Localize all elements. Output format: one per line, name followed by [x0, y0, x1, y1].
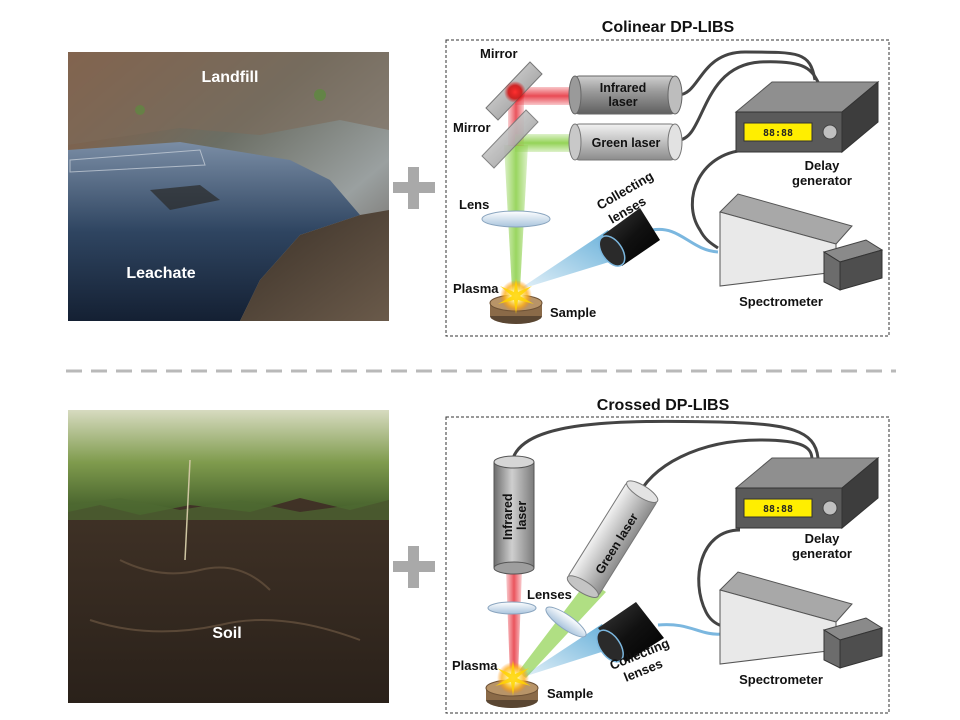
infrared-laser-label-1: Infrared: [501, 493, 515, 540]
plasma-label: Plasma: [452, 658, 498, 673]
green-laser-label: Green laser: [592, 136, 661, 150]
cable-ir-to-delay: [510, 419, 820, 463]
green-beam-horizontal: [515, 134, 577, 152]
red-beam-down: [506, 570, 522, 676]
landfill-label: Landfill: [202, 69, 259, 86]
cable-green-to-delay: [634, 438, 814, 501]
plasma-icon: [495, 660, 531, 696]
delay-generator-label-2: generator: [792, 546, 852, 561]
laser-icon: [568, 75, 683, 115]
spectrometer-icon: [719, 571, 884, 669]
delay-generator-icon: [734, 456, 880, 530]
plasma-label: Plasma: [453, 281, 499, 296]
lenses-label: Lenses: [527, 587, 572, 602]
green-beam-diagonal: [518, 580, 606, 678]
spectrometer-label: Spectrometer: [739, 672, 823, 687]
infrared-laser-label-2: laser: [608, 95, 637, 109]
mirror-label-2: Mirror: [453, 120, 491, 135]
infrared-laser-label-2: laser: [515, 501, 529, 530]
collecting-lens-icon: [596, 602, 664, 663]
plus-icon: [393, 546, 435, 588]
crossed-title: Crossed DP-LIBS: [597, 397, 730, 414]
lens-label: Lens: [459, 197, 489, 212]
colinear-frame: [445, 39, 890, 337]
fiber-collector-to-spectrometer: [651, 227, 719, 254]
lens-icon: [545, 606, 587, 638]
crossed-frame: [445, 416, 890, 714]
plasma-icon: [498, 278, 534, 314]
blue-collection-cone: [518, 230, 622, 290]
delay-generator-label-2: generator: [792, 173, 852, 188]
collecting-lens-icon: [598, 208, 660, 267]
cable-delay-to-spectrometer: [690, 148, 751, 250]
delay-generator-label-1: Delay: [805, 531, 840, 546]
soil-photo: Soil: [68, 410, 389, 703]
lens-icon: [487, 601, 537, 615]
laser-icon: [566, 480, 659, 598]
delay-generator-icon: [734, 80, 880, 154]
laser-icon: [568, 123, 683, 161]
lens-icon: [481, 210, 551, 228]
delay-display: 88:88: [763, 504, 793, 515]
fiber-collector-to-spectrometer: [657, 623, 723, 636]
laser-icon: [493, 455, 535, 575]
cable-green-to-delay: [677, 60, 822, 142]
landfill-photo: Landfill Leachate: [68, 52, 389, 321]
infrared-laser-label-1: Infrared: [600, 81, 647, 95]
spectrometer-label: Spectrometer: [739, 294, 823, 309]
sample-label: Sample: [550, 305, 596, 320]
delay-generator-label-1: Delay: [805, 158, 840, 173]
spectrometer-icon: [719, 193, 884, 291]
sample-label: Sample: [547, 686, 593, 701]
colinear-title: Colinear DP-LIBS: [602, 19, 735, 36]
soil-label: Soil: [212, 625, 241, 642]
leachate-label: Leachate: [126, 265, 195, 282]
plus-icon: [393, 167, 435, 209]
cable-delay-to-spectrometer: [697, 528, 741, 628]
cable-ir-to-delay: [677, 50, 817, 97]
mirror-icon: [485, 61, 543, 121]
delay-display: 88:88: [763, 128, 793, 139]
mirror-label-1: Mirror: [480, 46, 518, 61]
red-beam-horizontal: [515, 87, 577, 105]
mirror-icon: [481, 109, 539, 169]
blue-collection-cone: [520, 624, 614, 678]
